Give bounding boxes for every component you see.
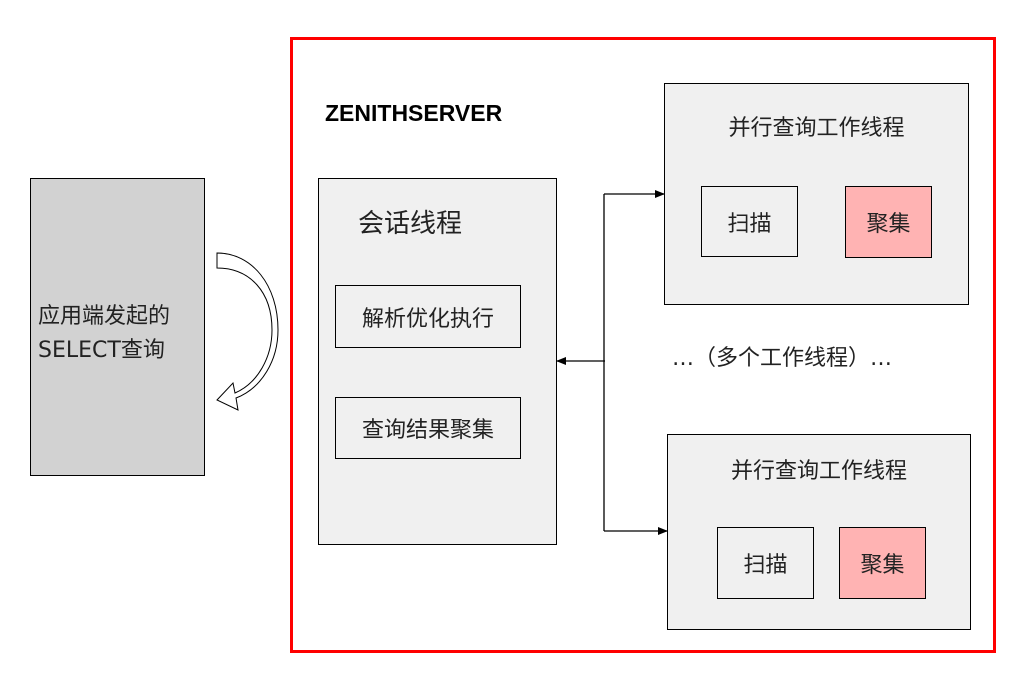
scan-label: 扫描 [727, 211, 772, 237]
aggregate-label: 聚集 [866, 212, 911, 237]
step-label: 解析优化执行 [361, 306, 494, 332]
curved-return-arrow-icon [216, 252, 279, 411]
client-label: 应用端发起的 SELECT查询 [38, 300, 208, 368]
scan-box: 扫描 [717, 527, 814, 599]
session-thread-box [318, 178, 557, 545]
aggregate-label: 聚集 [860, 553, 905, 578]
client-box [30, 178, 205, 476]
aggregate-box: 聚集 [839, 527, 926, 599]
worker-thread-title: 并行查询工作线程 [730, 459, 907, 484]
session-thread-title: 会话线程 [358, 209, 463, 239]
step-parse-optimize-execute: 解析优化执行 [335, 285, 521, 348]
worker-thread-title: 并行查询工作线程 [728, 116, 905, 141]
step-result-aggregation: 查询结果聚集 [335, 397, 521, 459]
multiple-workers-note: …（多个工作线程）… [672, 346, 893, 371]
server-title: ZENITHSERVER [325, 100, 503, 126]
scan-label: 扫描 [743, 553, 788, 578]
step-label: 查询结果聚集 [361, 418, 494, 443]
aggregate-box: 聚集 [845, 186, 932, 258]
client-label-line2: SELECT查询 [38, 338, 165, 363]
server-boundary [290, 37, 996, 653]
client-label-line1: 应用端发起的 [38, 304, 171, 329]
scan-box: 扫描 [701, 186, 798, 257]
